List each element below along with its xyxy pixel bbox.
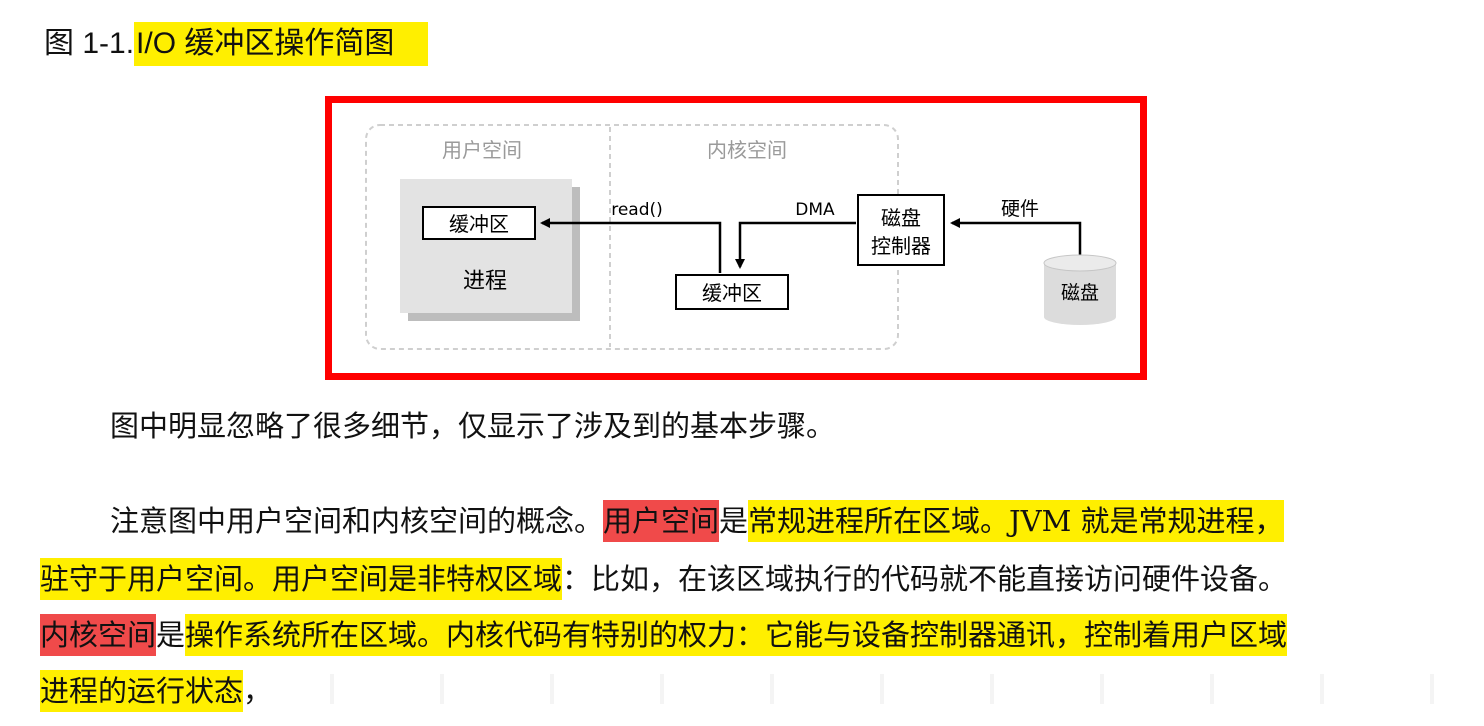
disk-controller-box	[857, 194, 945, 266]
disk-cylinder-icon	[1043, 254, 1117, 325]
read-label: read()	[611, 200, 663, 220]
caption-prefix: 图 1-1.	[44, 27, 135, 60]
process-label: 进程	[463, 269, 507, 294]
caption-highlighted-title: I/O 缓冲区操作简图	[134, 22, 429, 66]
text-run: 注意图中用户空间和内核空间的概念。	[110, 504, 604, 538]
disk-controller-label-line1: 磁盘	[881, 206, 921, 230]
disk-label: 磁盘	[1061, 282, 1099, 304]
text-run: ，	[243, 674, 273, 708]
text-run: 是	[156, 618, 186, 652]
paragraph-concepts-line3: 内核空间是操作系统所在区域。内核代码有特别的权力：它能与设备控制器通讯，控制着用…	[40, 612, 1288, 658]
text-run: ：比如，在该区域执行的代码就不能直接访问硬件设备。	[562, 562, 1288, 596]
highlight-run: 进程的运行状态	[40, 670, 244, 712]
paragraph-concepts-line2: 驻守于用户空间。用户空间是非特权区域：比如，在该区域执行的代码就不能直接访问硬件…	[40, 556, 1287, 602]
kernel-buffer-box	[675, 274, 789, 310]
highlight-kernel-space: 内核空间	[40, 614, 157, 656]
hardware-label: 硬件	[1001, 198, 1039, 220]
highlight-run: 常规进程所在区域。JVM 就是常规进程，	[748, 500, 1284, 542]
process-box	[400, 179, 572, 313]
user-buffer-box	[422, 206, 536, 240]
faded-cutoff-text	[290, 674, 1440, 704]
highlight-run: 操作系统所在区域。内核代码有特别的权力：它能与设备控制器通讯，控制着用户区域	[185, 614, 1288, 656]
user-buffer-label: 缓冲区	[449, 212, 509, 236]
diagram-canvas: 用户空间 内核空间 缓冲区 进程 read() 缓冲区 DMA 磁盘 控制器 硬…	[365, 124, 1117, 350]
read-arrow	[540, 218, 722, 273]
highlight-run: 驻守于用户空间。用户空间是非特权区域	[40, 558, 563, 600]
figure-caption: 图 1-1.I/O 缓冲区操作简图	[44, 22, 429, 66]
user-space-label: 用户空间	[442, 138, 522, 162]
paragraph-concepts-line1: 注意图中用户空间和内核空间的概念。用户空间是常规进程所在区域。JVM 就是常规进…	[110, 498, 1284, 544]
highlight-user-space: 用户空间	[603, 500, 720, 542]
dma-label: DMA	[795, 200, 835, 220]
dma-arrow	[735, 221, 856, 269]
paragraph-summary: 图中明显忽略了很多细节，仅显示了涉及到的基本步骤。	[110, 409, 836, 443]
io-buffer-diagram: 用户空间 内核空间 缓冲区 进程 read() 缓冲区 DMA 磁盘 控制器 硬…	[325, 96, 1147, 380]
paragraph-concepts-line4: 进程的运行状态，	[40, 668, 272, 714]
text-run: 是	[719, 504, 749, 538]
kernel-buffer-label: 缓冲区	[702, 281, 762, 305]
kernel-space-label: 内核空间	[707, 138, 787, 162]
hardware-arrow	[950, 218, 1082, 255]
disk-controller-label-line2: 控制器	[871, 234, 931, 258]
